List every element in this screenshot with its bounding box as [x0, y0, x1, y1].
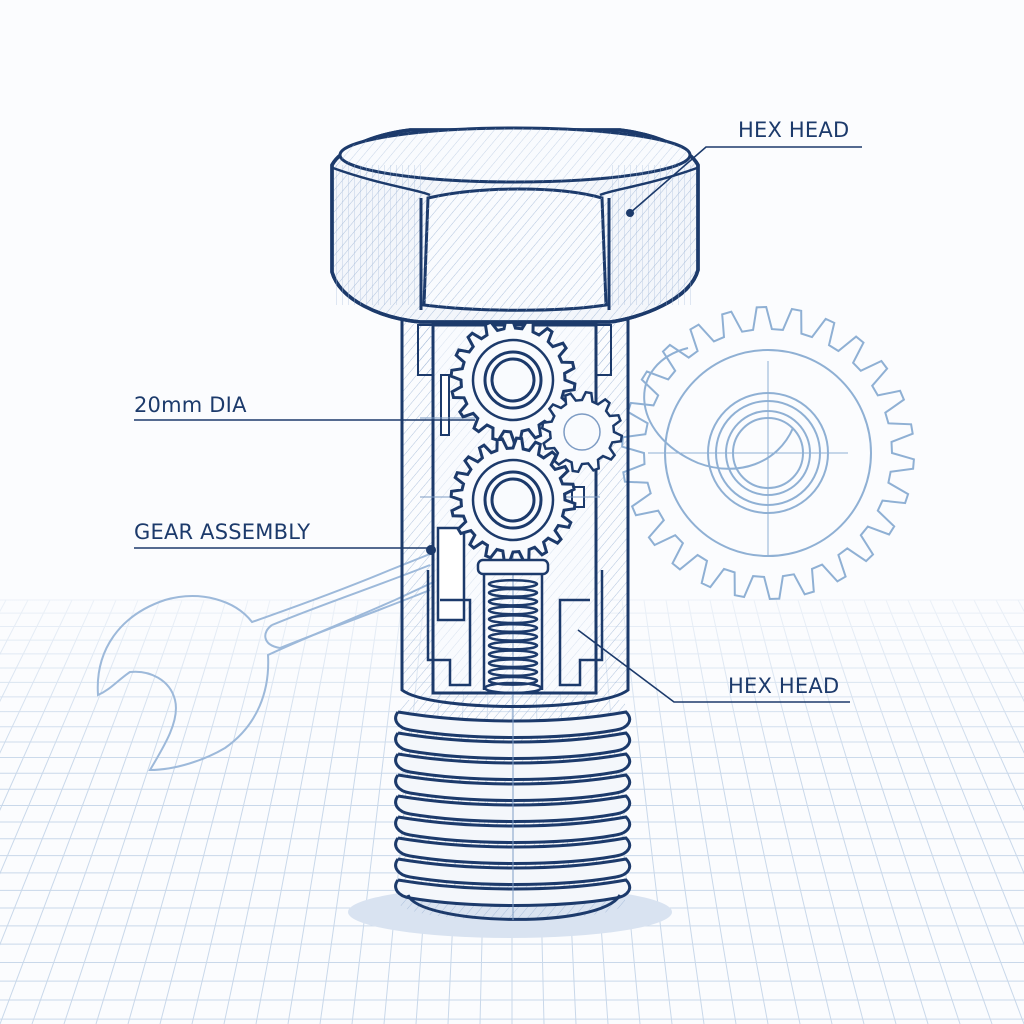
label-hex-head-bottom: HEX HEAD [728, 674, 840, 698]
threaded-section [394, 700, 632, 921]
callout-line-hex-head-top [629, 146, 862, 214]
callout-lines [134, 146, 862, 703]
hex-head [330, 126, 700, 324]
lower-gear [449, 436, 577, 564]
callout-line-hex-head-bottom [577, 629, 850, 703]
label-20mm-dia: 20mm DIA [134, 393, 247, 417]
label-hex-head-top: HEX HEAD [738, 118, 850, 142]
side-gear [540, 390, 624, 474]
large-gear-outline [621, 305, 915, 601]
upper-gear [449, 316, 577, 444]
spring [476, 558, 550, 695]
label-gear-assembly: GEAR ASSEMBLY [134, 520, 311, 544]
